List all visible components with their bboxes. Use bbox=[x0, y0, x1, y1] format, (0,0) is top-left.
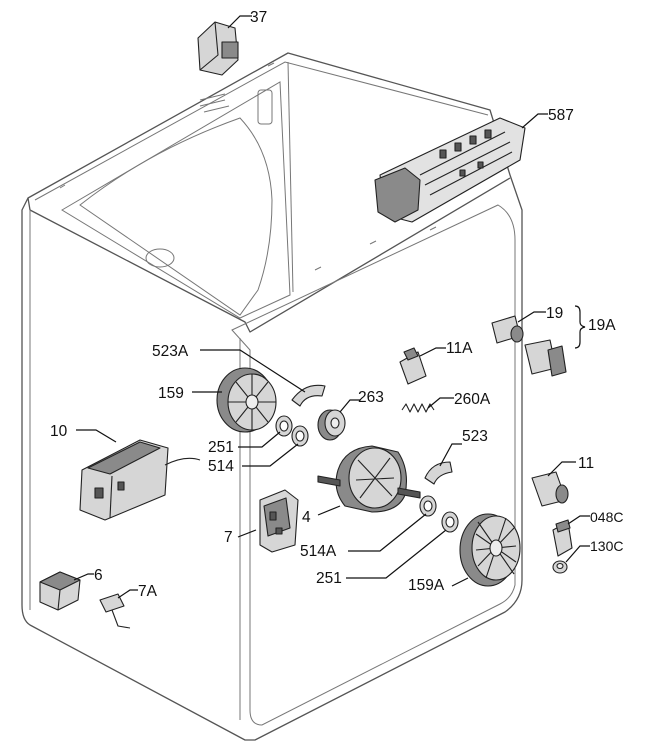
label-159: 159 bbox=[158, 385, 184, 402]
part-523-bracket bbox=[424, 461, 453, 485]
leader-10 bbox=[76, 429, 117, 443]
label-10: 10 bbox=[50, 423, 68, 440]
part-4-motor bbox=[317, 445, 421, 513]
label-19: 19 bbox=[546, 305, 563, 322]
part-19A-lamp-holder bbox=[524, 339, 567, 377]
leader-523A bbox=[200, 349, 306, 393]
part-048C-nozzle bbox=[552, 519, 573, 557]
part-7A-microswitch bbox=[99, 593, 131, 629]
part-523A-bracket bbox=[291, 384, 326, 407]
leader-11A bbox=[419, 347, 446, 357]
leader-6 bbox=[73, 573, 94, 581]
part-130C-cap bbox=[552, 560, 568, 574]
leader-251-upper bbox=[238, 431, 281, 448]
part-251-washer-upper bbox=[275, 415, 293, 437]
leader-37 bbox=[227, 15, 252, 29]
part-159-impeller bbox=[216, 367, 277, 433]
label-514-upper: 514 bbox=[208, 458, 234, 475]
label-19A: 19A bbox=[588, 317, 616, 334]
leader-260A bbox=[427, 397, 454, 409]
label-7: 7 bbox=[224, 529, 233, 546]
part-260A-spring bbox=[401, 403, 435, 413]
part-7-door-lock bbox=[259, 489, 299, 553]
leader-523 bbox=[439, 443, 462, 467]
leader-4 bbox=[317, 505, 341, 516]
leader-7 bbox=[237, 529, 257, 538]
label-048C: 048C bbox=[590, 509, 623, 525]
leader-514-upper bbox=[242, 443, 299, 467]
part-514-washer-upper bbox=[291, 425, 309, 447]
leader-587 bbox=[521, 113, 548, 129]
leader-263 bbox=[339, 399, 360, 413]
leader-251-lower bbox=[346, 529, 447, 579]
part-514A-washer-lower bbox=[419, 495, 437, 517]
leader-19 bbox=[517, 311, 546, 323]
leader-048C bbox=[567, 515, 590, 525]
label-523: 523 bbox=[462, 428, 488, 445]
label-251-lower: 251 bbox=[316, 570, 342, 587]
part-587-control-board bbox=[374, 117, 526, 223]
label-37: 37 bbox=[250, 9, 267, 26]
label-159A: 159A bbox=[408, 577, 445, 594]
leader-11 bbox=[547, 461, 576, 477]
part-11-capacitor bbox=[531, 471, 569, 507]
label-260A: 260A bbox=[454, 391, 491, 408]
part-251-washer-lower bbox=[441, 511, 459, 533]
label-6: 6 bbox=[94, 567, 103, 584]
label-4: 4 bbox=[302, 509, 311, 526]
label-263: 263 bbox=[358, 389, 384, 406]
label-130C: 130C bbox=[590, 538, 623, 554]
part-19-lamp bbox=[491, 315, 524, 344]
leader-514A bbox=[348, 513, 427, 552]
leader-7A bbox=[117, 589, 138, 599]
label-11: 11 bbox=[578, 455, 594, 472]
leader-159A bbox=[451, 577, 469, 587]
label-7A: 7A bbox=[138, 583, 158, 600]
part-10-module bbox=[79, 439, 201, 521]
label-251-upper: 251 bbox=[208, 439, 234, 456]
leader-130C bbox=[565, 545, 590, 563]
label-523A: 523A bbox=[152, 343, 189, 360]
label-587: 587 bbox=[548, 107, 574, 124]
part-159A-blower-wheel bbox=[459, 513, 521, 587]
part-6-terminal bbox=[39, 571, 81, 611]
part-11A-switch bbox=[399, 347, 427, 385]
part-263-bearing bbox=[317, 409, 346, 441]
label-11A: 11A bbox=[446, 340, 473, 357]
brace-19A bbox=[574, 305, 586, 349]
part-37-connector bbox=[197, 21, 239, 76]
label-514A: 514A bbox=[300, 543, 337, 560]
dryer-cabinet bbox=[21, 52, 523, 741]
